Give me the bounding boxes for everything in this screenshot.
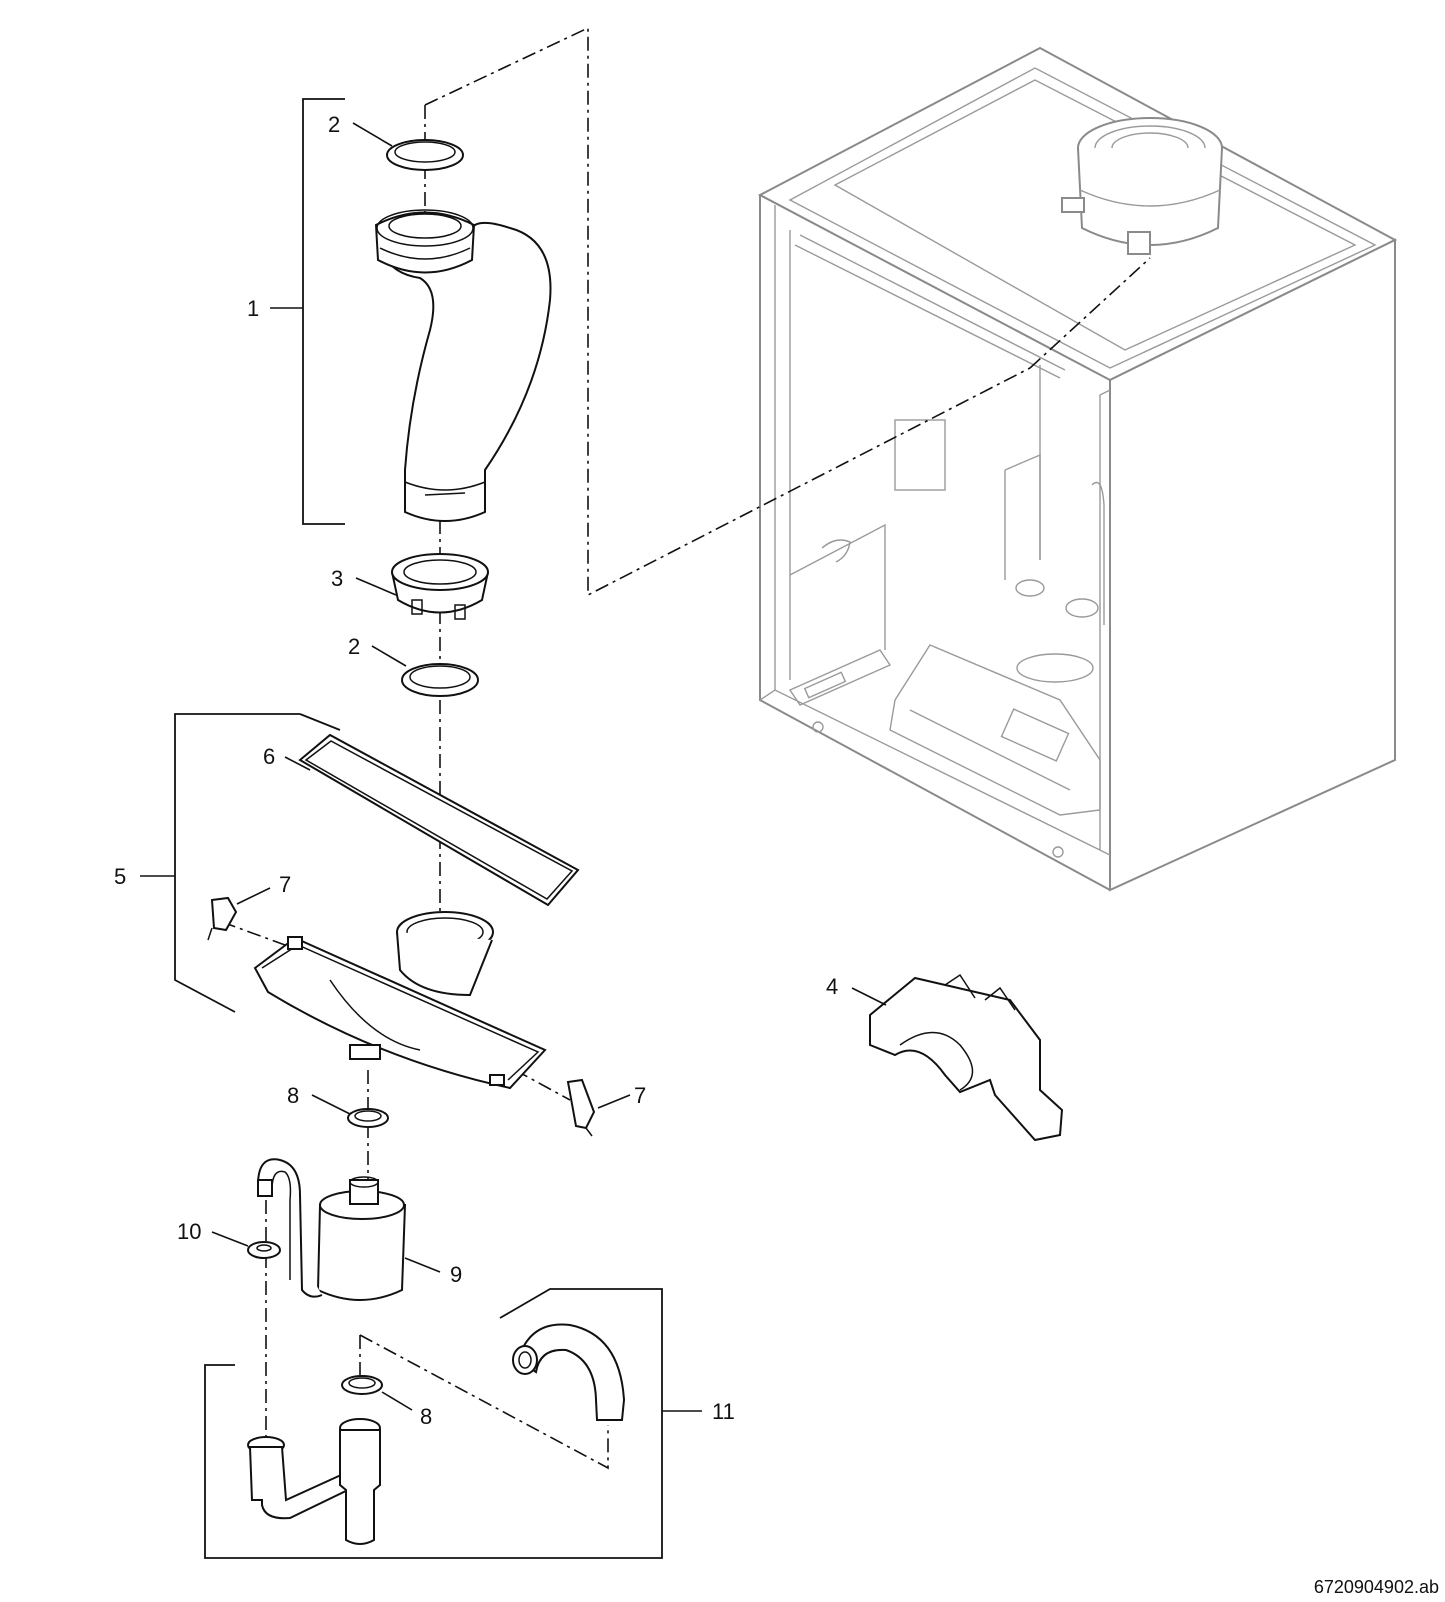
callout-2-upper: 2 <box>328 112 340 137</box>
part-8-seal-upper <box>347 1108 389 1128</box>
part-7-clip-left <box>207 896 238 941</box>
boiler-casing <box>757 46 1398 892</box>
callout-8-upper: 8 <box>287 1083 299 1108</box>
assembly-centerlines <box>221 26 1151 1470</box>
part-3-adapter-ring <box>391 553 489 620</box>
callout-1: 1 <box>247 296 259 321</box>
callout-10: 10 <box>177 1219 201 1244</box>
part-4-support-bracket <box>869 973 1064 1142</box>
callout-11: 11 <box>712 1399 735 1424</box>
part-6-gasket <box>298 733 580 907</box>
callout-9: 9 <box>450 1262 462 1287</box>
callout-7-left: 7 <box>279 872 291 897</box>
callout-7-right: 7 <box>634 1083 646 1108</box>
leader-lines <box>140 122 887 1412</box>
trap-assembly <box>247 1418 381 1545</box>
group-bracket-11 <box>204 1288 663 1559</box>
callout-8-lower: 8 <box>420 1404 432 1429</box>
part-2-seal-ring-lower <box>401 663 479 697</box>
callout-4: 4 <box>826 974 838 999</box>
part-9-siphon <box>257 1158 407 1301</box>
part-2-seal-ring-upper <box>386 139 464 171</box>
callout-6: 6 <box>263 744 275 769</box>
part-10-washer <box>247 1241 281 1259</box>
part-8-seal-lower <box>341 1375 383 1395</box>
group-bracket-1 <box>302 98 345 525</box>
callout-5: 5 <box>114 864 126 889</box>
part-1-flue-bend <box>374 209 552 522</box>
callout-3: 3 <box>331 566 343 591</box>
group-bracket-5 <box>174 713 300 1013</box>
callout-2-lower: 2 <box>348 634 360 659</box>
drawing-code: 6720904902.ab <box>1313 1577 1439 1597</box>
part-7-clip-right <box>566 1078 596 1137</box>
part-5-condensate-tray <box>253 911 547 1090</box>
part-11-hose <box>512 1323 626 1421</box>
